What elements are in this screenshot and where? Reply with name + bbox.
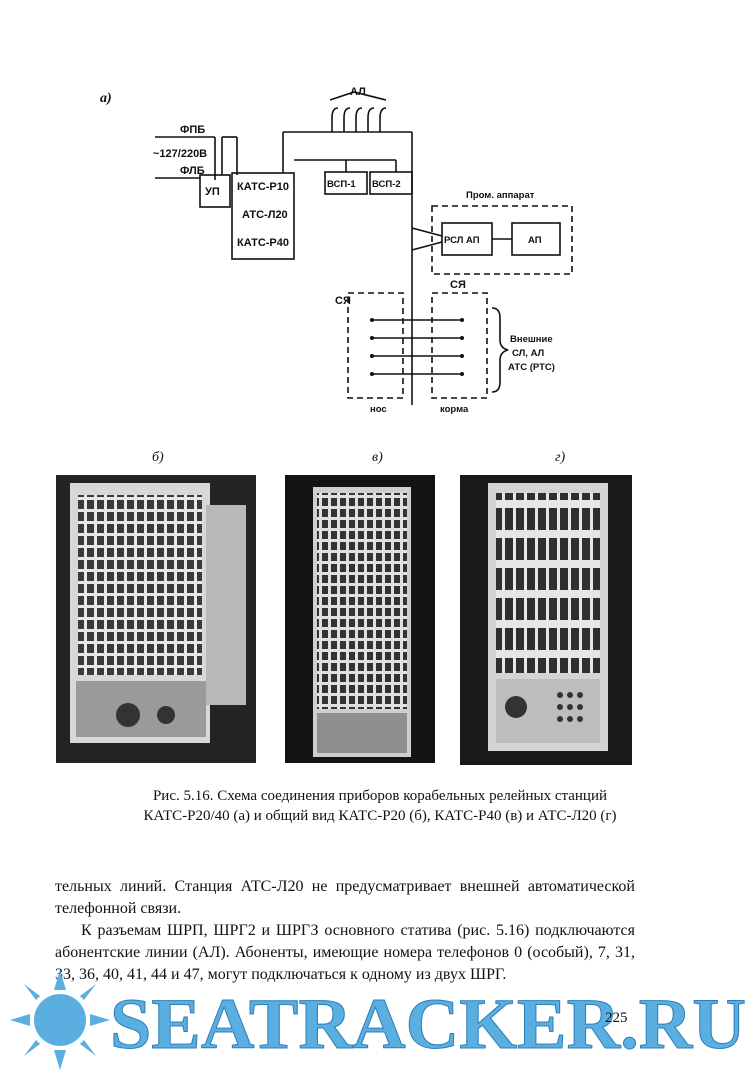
label-ext-3: АТС (РТС) — [508, 362, 555, 373]
label-prom: Пром. аппарат — [466, 190, 535, 201]
label-korma: корма — [440, 404, 469, 415]
sya-left-box — [347, 292, 404, 399]
label-ap: АП — [528, 235, 542, 246]
sya-right-box — [431, 292, 488, 399]
label-station-2: АТС-Л20 — [242, 209, 288, 221]
label-vsp1: ВСП-1 — [327, 179, 356, 190]
label-sya-right: СЯ — [450, 279, 466, 291]
label-ext-2: СЛ, АЛ — [512, 348, 545, 359]
label-b: б) — [152, 450, 164, 465]
page-number: 225 — [605, 1010, 628, 1026]
figure-caption: Рис. 5.16. Схема соединения приборов кор… — [60, 786, 700, 826]
connection-diagram: а) ФПБ ~127/220В ФЛБ УП КАТС-Р10 АТС-Л20… — [100, 86, 573, 415]
caption-line-1: Рис. 5.16. Схема соединения приборов кор… — [152, 788, 608, 804]
vsp1-box — [324, 171, 368, 195]
label-vsp2: ВСП-2 — [372, 179, 401, 190]
caption-line-2: КАТС-Р20/40 (а) и общий вид КАТС-Р20 (б)… — [143, 808, 617, 824]
label-flb: ФЛБ — [180, 165, 205, 177]
label-a: а) — [100, 91, 112, 106]
sun-logo-icon — [10, 970, 110, 1070]
label-station-3: КАТС-Р40 — [237, 237, 289, 249]
label-fpb: ФПБ — [180, 124, 205, 136]
paragraph-1: тельных линий. Станция АТС-Л20 не предус… — [55, 878, 635, 917]
up-box — [199, 174, 231, 208]
station-box — [231, 172, 295, 260]
vsp2-box — [369, 171, 413, 195]
prom-box — [431, 205, 573, 275]
photo-kats-r40 — [285, 475, 435, 763]
photo-kats-r20 — [56, 475, 256, 763]
label-up: УП — [205, 186, 220, 198]
watermark: SEATRACKER.RU — [10, 970, 747, 1070]
label-al: АЛ — [350, 86, 366, 98]
label-nos: нос — [370, 404, 387, 415]
body-text: тельных линий. Станция АТС-Л20 не предус… — [55, 876, 635, 986]
label-v: в) — [372, 450, 383, 465]
paragraph-2: К разъемам ШРП, ШРГ2 и ШРГЗ основного ст… — [55, 922, 635, 983]
label-station-1: КАТС-Р10 — [237, 181, 289, 193]
label-g: г) — [555, 450, 566, 465]
label-rsl: РСЛ АП — [444, 235, 480, 246]
watermark-text: SEATRACKER.RU — [110, 984, 746, 1064]
label-ext-1: Внешние — [510, 334, 553, 345]
label-voltage: ~127/220В — [153, 148, 207, 160]
photo-ats-l20 — [460, 475, 632, 765]
label-sya-left: СЯ — [335, 295, 351, 307]
